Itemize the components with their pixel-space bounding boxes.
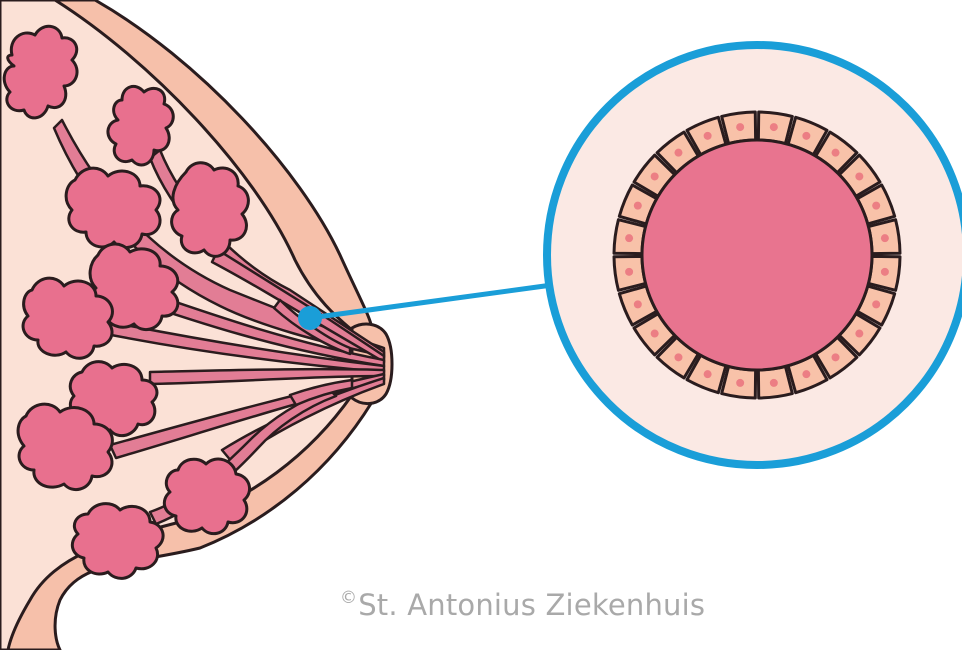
cell-nucleus — [881, 268, 889, 276]
copyright-text: St. Antonius Ziekenhuis — [358, 588, 705, 622]
callout-pointer-dot — [298, 306, 322, 330]
cell-nucleus — [625, 234, 633, 242]
cell-nucleus — [832, 149, 840, 157]
cell-nucleus — [674, 353, 682, 361]
copyright-watermark: ©St. Antonius Ziekenhuis — [340, 588, 705, 622]
cell-nucleus — [625, 268, 633, 276]
cell-nucleus — [704, 132, 712, 140]
cell-nucleus — [881, 234, 889, 242]
lobule — [72, 504, 163, 579]
cell-nucleus — [634, 202, 642, 210]
cell-nucleus — [634, 300, 642, 308]
cell-nucleus — [872, 300, 880, 308]
cell-nucleus — [704, 370, 712, 378]
cell-nucleus — [674, 149, 682, 157]
cell-nucleus — [736, 123, 744, 131]
cell-nucleus — [770, 379, 778, 387]
cell-nucleus — [770, 123, 778, 131]
cell-nucleus — [872, 202, 880, 210]
cell-nucleus — [855, 330, 863, 338]
cell-nucleus — [855, 172, 863, 180]
cell-nucleus — [651, 330, 659, 338]
cell-nucleus — [802, 370, 810, 378]
duct-cross-section — [547, 45, 962, 465]
cell-nucleus — [736, 379, 744, 387]
duct-lumen — [642, 140, 872, 370]
cell-nucleus — [651, 172, 659, 180]
cell-nucleus — [802, 132, 810, 140]
copyright-symbol: © — [340, 588, 357, 608]
cell-nucleus — [832, 353, 840, 361]
